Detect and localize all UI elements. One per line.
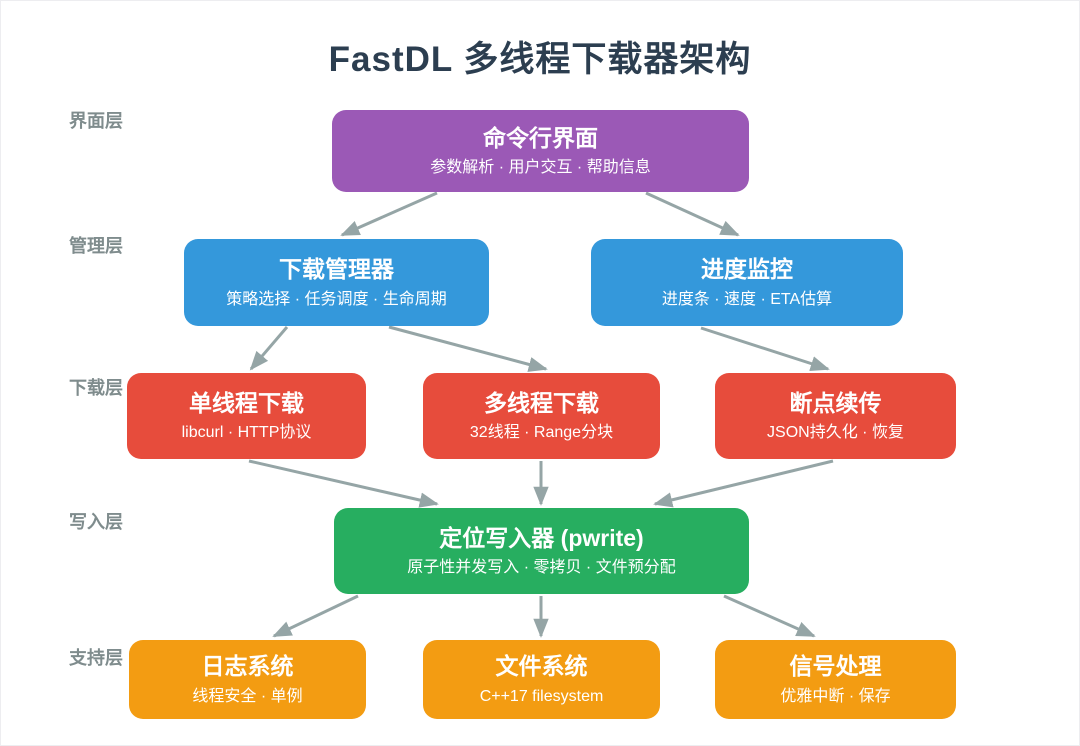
arrow-cli-monitor bbox=[645, 191, 740, 237]
node-manager-subtitle: 策略选择 · 任务调度 · 生命周期 bbox=[226, 290, 447, 308]
node-resume: 断点续传 JSON持久化 · 恢复 bbox=[715, 373, 956, 459]
node-writer-title: 定位写入器 (pwrite) bbox=[439, 524, 644, 551]
layer-label-write: 写入层 bbox=[69, 512, 123, 532]
node-writer: 定位写入器 (pwrite) 原子性并发写入 · 零拷贝 · 文件预分配 bbox=[334, 508, 749, 594]
arrow-manager-single bbox=[249, 326, 289, 371]
node-cli: 命令行界面 参数解析 · 用户交互 · 帮助信息 bbox=[332, 110, 749, 192]
arrow-writer-logger bbox=[272, 594, 359, 638]
node-writer-subtitle: 原子性并发写入 · 零拷贝 · 文件预分配 bbox=[407, 559, 676, 577]
arrow-manager-multi bbox=[388, 325, 548, 372]
node-single-thread-title: 单线程下载 bbox=[189, 389, 304, 416]
arrow-single-writer bbox=[248, 459, 439, 508]
node-multi-thread-subtitle: 32线程 · Range分块 bbox=[469, 424, 614, 442]
node-resume-subtitle: JSON持久化 · 恢复 bbox=[767, 424, 904, 442]
node-filesystem: 文件系统 C++17 filesystem bbox=[423, 640, 660, 719]
node-multi-thread-title: 多线程下载 bbox=[484, 389, 599, 416]
node-signal-title: 信号处理 bbox=[789, 653, 882, 680]
layer-label-download: 下载层 bbox=[69, 378, 123, 398]
node-cli-title: 命令行界面 bbox=[483, 124, 598, 151]
node-resume-title: 断点续传 bbox=[789, 389, 882, 416]
node-manager: 下载管理器 策略选择 · 任务调度 · 生命周期 bbox=[184, 239, 489, 326]
arrow-cli-manager bbox=[340, 191, 438, 237]
node-single-thread: 单线程下载 libcurl · HTTP协议 bbox=[127, 373, 366, 459]
layer-label-management: 管理层 bbox=[69, 236, 123, 256]
node-logger-subtitle: 线程安全 · 单例 bbox=[192, 687, 303, 705]
arrow-monitor-resume bbox=[700, 326, 830, 371]
page-title: FastDL 多线程下载器架构 bbox=[328, 40, 752, 79]
node-manager-title: 下载管理器 bbox=[279, 256, 394, 283]
node-filesystem-title: 文件系统 bbox=[495, 653, 588, 680]
node-signal: 信号处理 优雅中断 · 保存 bbox=[715, 640, 956, 719]
layer-label-support: 支持层 bbox=[69, 648, 123, 668]
node-logger: 日志系统 线程安全 · 单例 bbox=[129, 640, 366, 719]
layer-label-interface: 界面层 bbox=[69, 111, 123, 131]
node-single-thread-subtitle: libcurl · HTTP协议 bbox=[181, 424, 312, 442]
node-multi-thread: 多线程下载 32线程 · Range分块 bbox=[423, 373, 660, 459]
node-monitor-subtitle: 进度条 · 速度 · ETA估算 bbox=[661, 290, 833, 308]
node-logger-title: 日志系统 bbox=[201, 653, 294, 680]
arrow-resume-writer bbox=[653, 459, 834, 508]
node-cli-subtitle: 参数解析 · 用户交互 · 帮助信息 bbox=[430, 159, 651, 177]
node-monitor-title: 进度监控 bbox=[701, 256, 793, 283]
arrow-writer-signal bbox=[723, 594, 816, 638]
node-monitor: 进度监控 进度条 · 速度 · ETA估算 bbox=[591, 239, 903, 326]
node-filesystem-subtitle: C++17 filesystem bbox=[479, 687, 604, 705]
node-signal-subtitle: 优雅中断 · 保存 bbox=[780, 687, 891, 705]
